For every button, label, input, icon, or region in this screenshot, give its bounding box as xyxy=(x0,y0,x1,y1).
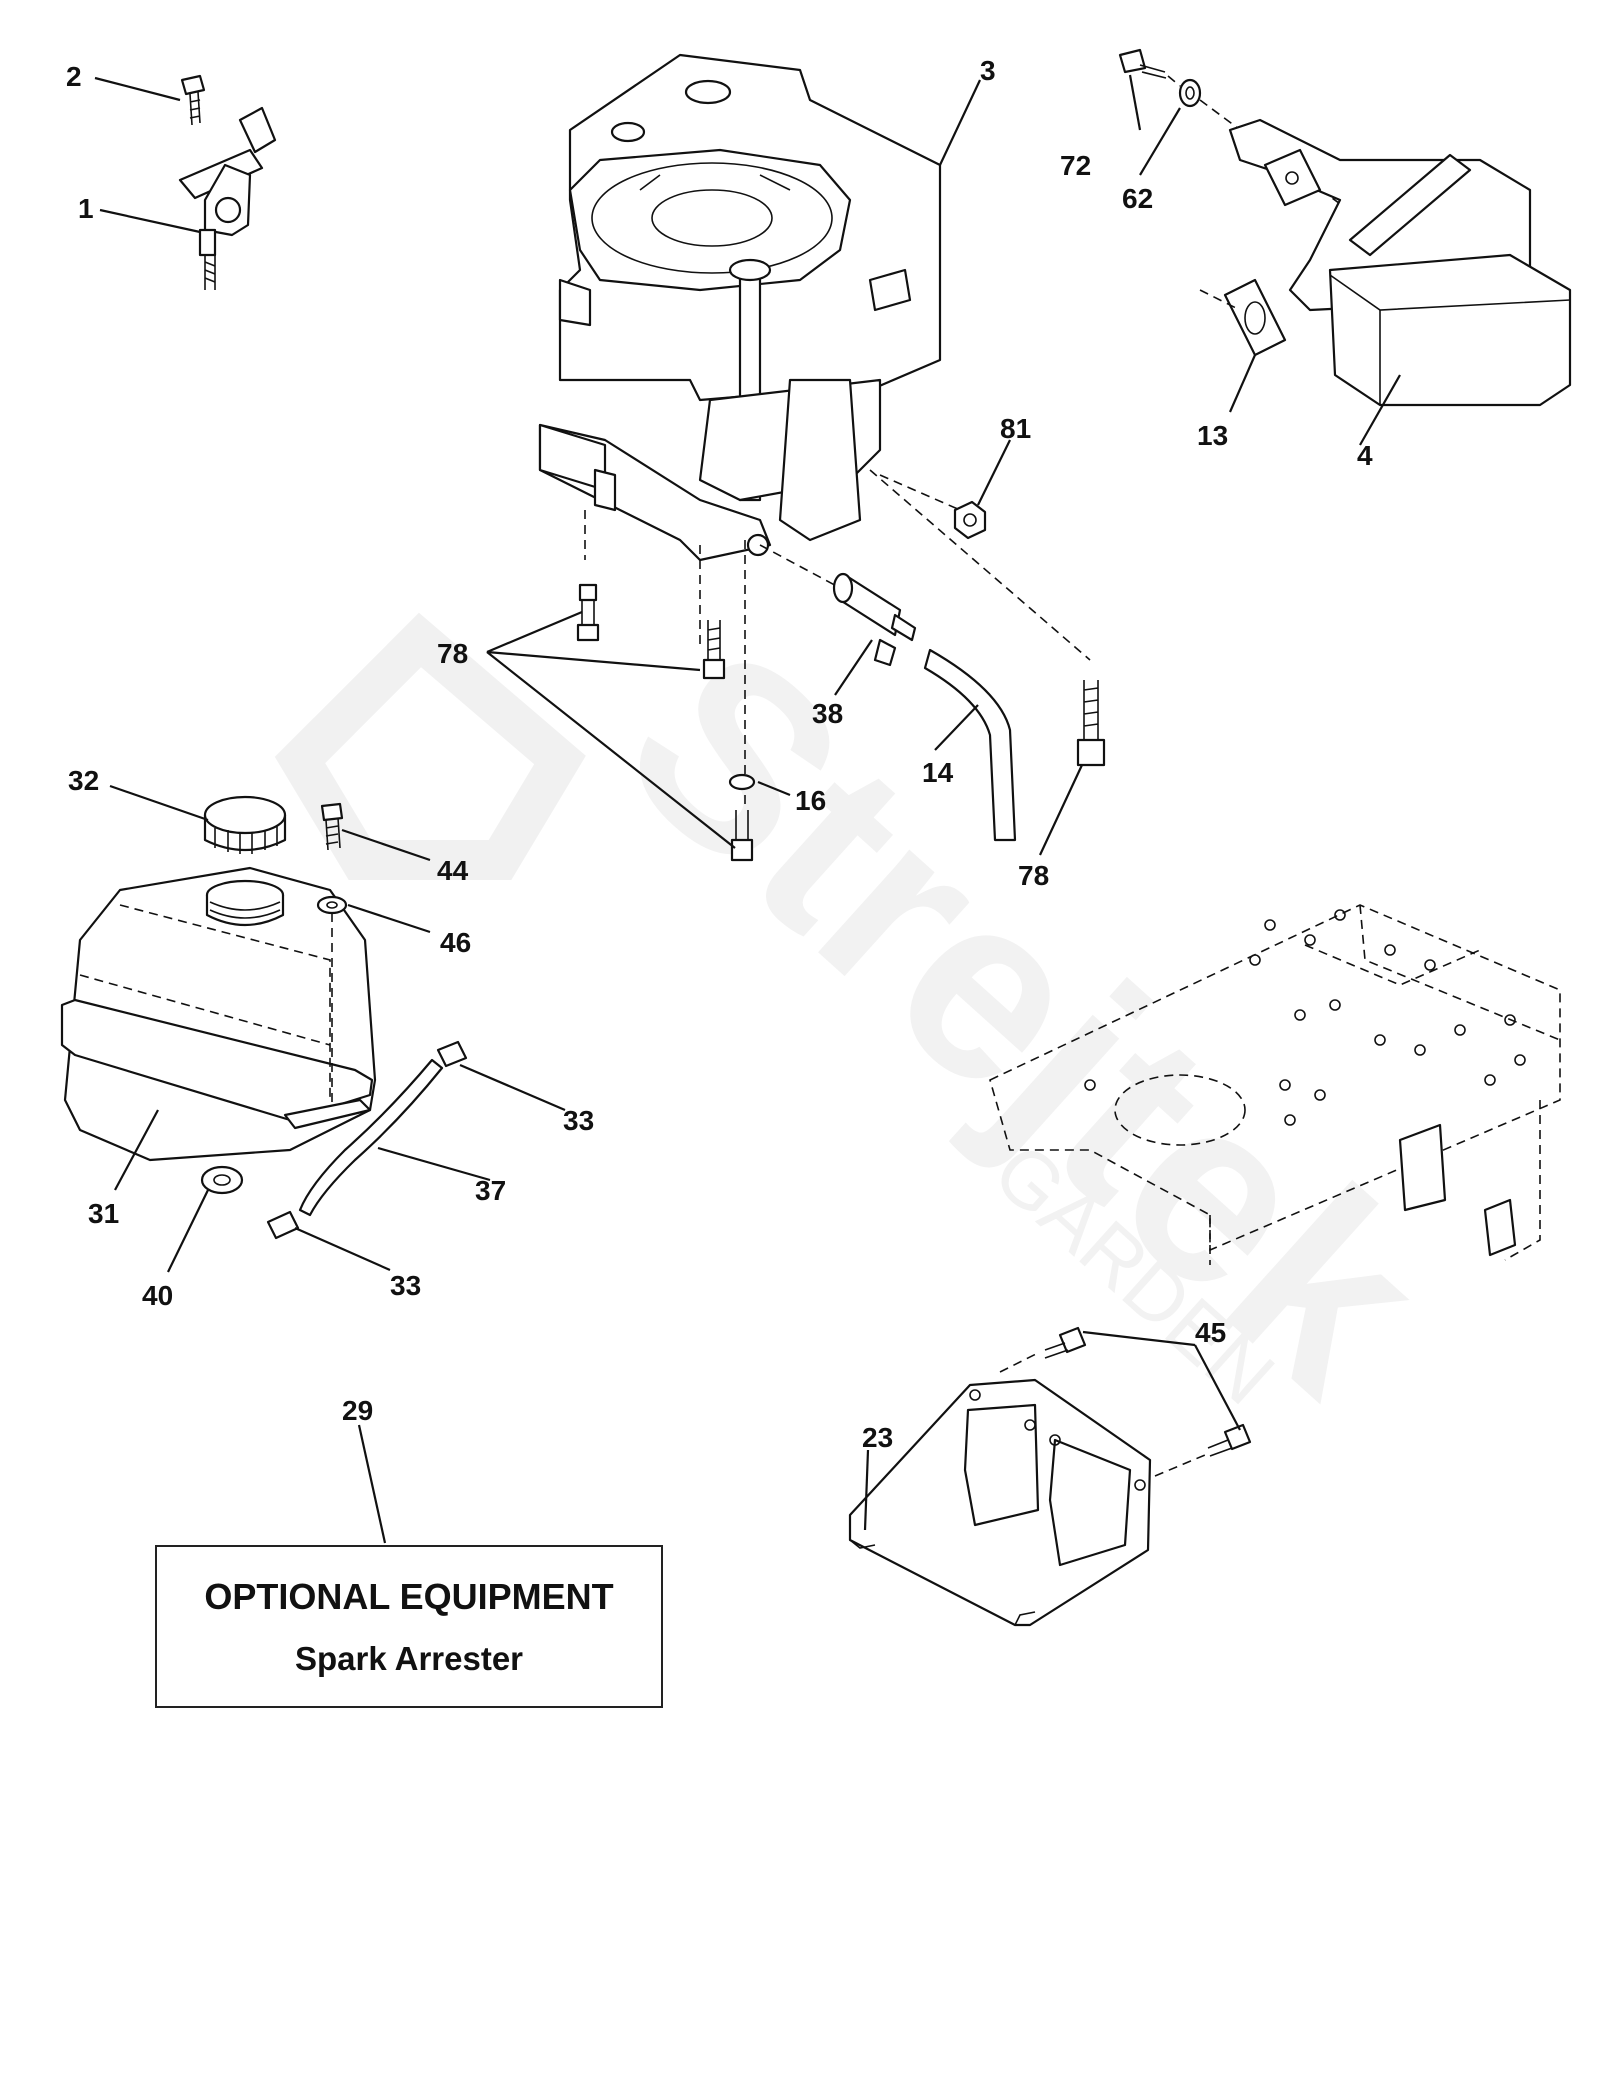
skid-plate xyxy=(848,1378,1152,1627)
washer-46 xyxy=(316,895,348,1108)
muffler xyxy=(1228,118,1572,407)
callout-31: 31 xyxy=(88,1198,119,1229)
callout-33-a: 33 xyxy=(563,1105,594,1136)
callout-16: 16 xyxy=(795,785,826,816)
optional-equipment-box: OPTIONAL EQUIPMENT Spark Arrester xyxy=(155,1545,663,1708)
throttle-control xyxy=(178,74,277,290)
callout-4: 4 xyxy=(1357,440,1373,471)
callout-38: 38 xyxy=(812,698,843,729)
watermark-brand: Strejtek xyxy=(573,592,1478,1447)
engine xyxy=(538,53,1091,810)
bolt-78-right xyxy=(1076,680,1106,767)
optional-equipment-title: OPTIONAL EQUIPMENT xyxy=(204,1575,614,1617)
nut-81 xyxy=(953,500,987,540)
callout-44: 44 xyxy=(437,855,469,886)
bolt-45-bottom xyxy=(1154,1423,1252,1477)
grommet-40 xyxy=(200,1165,244,1195)
callout-3: 3 xyxy=(980,55,996,86)
callout-2: 2 xyxy=(66,61,82,92)
callout-78-a: 78 xyxy=(437,638,468,669)
fuel-cap xyxy=(203,795,287,854)
screw-44 xyxy=(320,802,344,851)
gasket-13 xyxy=(1199,278,1287,357)
fuel-line xyxy=(923,648,1017,842)
callout-72: 72 xyxy=(1060,150,1091,181)
callout-33-b: 33 xyxy=(390,1270,421,1301)
callout-13: 13 xyxy=(1197,420,1228,451)
callout-labels: 2 1 3 72 62 13 4 81 78 38 14 16 78 32 44… xyxy=(66,55,1373,1453)
frame xyxy=(989,904,1561,1265)
callout-32: 32 xyxy=(68,765,99,796)
fuel-filter xyxy=(832,572,917,667)
callout-46: 46 xyxy=(440,927,471,958)
callout-62: 62 xyxy=(1122,183,1153,214)
bolt-78-mid xyxy=(702,620,726,680)
watermark-logo-icon xyxy=(274,612,586,880)
callout-23: 23 xyxy=(862,1422,893,1453)
callout-29: 29 xyxy=(342,1395,373,1426)
callout-14: 14 xyxy=(922,757,954,788)
callout-78-b: 78 xyxy=(1018,860,1049,891)
fuel-tank xyxy=(60,866,377,1162)
callout-37: 37 xyxy=(475,1175,506,1206)
fuel-hose xyxy=(266,1040,468,1240)
bolt-72 xyxy=(1118,48,1167,79)
leader-lines xyxy=(94,74,1401,1544)
bolt-78-lower xyxy=(728,773,756,862)
optional-equipment-subtitle: Spark Arrester xyxy=(294,1639,524,1677)
callout-1: 1 xyxy=(78,193,94,224)
bolt-78-left xyxy=(576,583,600,642)
callout-81: 81 xyxy=(1000,413,1031,444)
bolt-45-top xyxy=(999,1326,1087,1373)
callout-45: 45 xyxy=(1195,1317,1226,1348)
callout-40: 40 xyxy=(142,1280,173,1311)
